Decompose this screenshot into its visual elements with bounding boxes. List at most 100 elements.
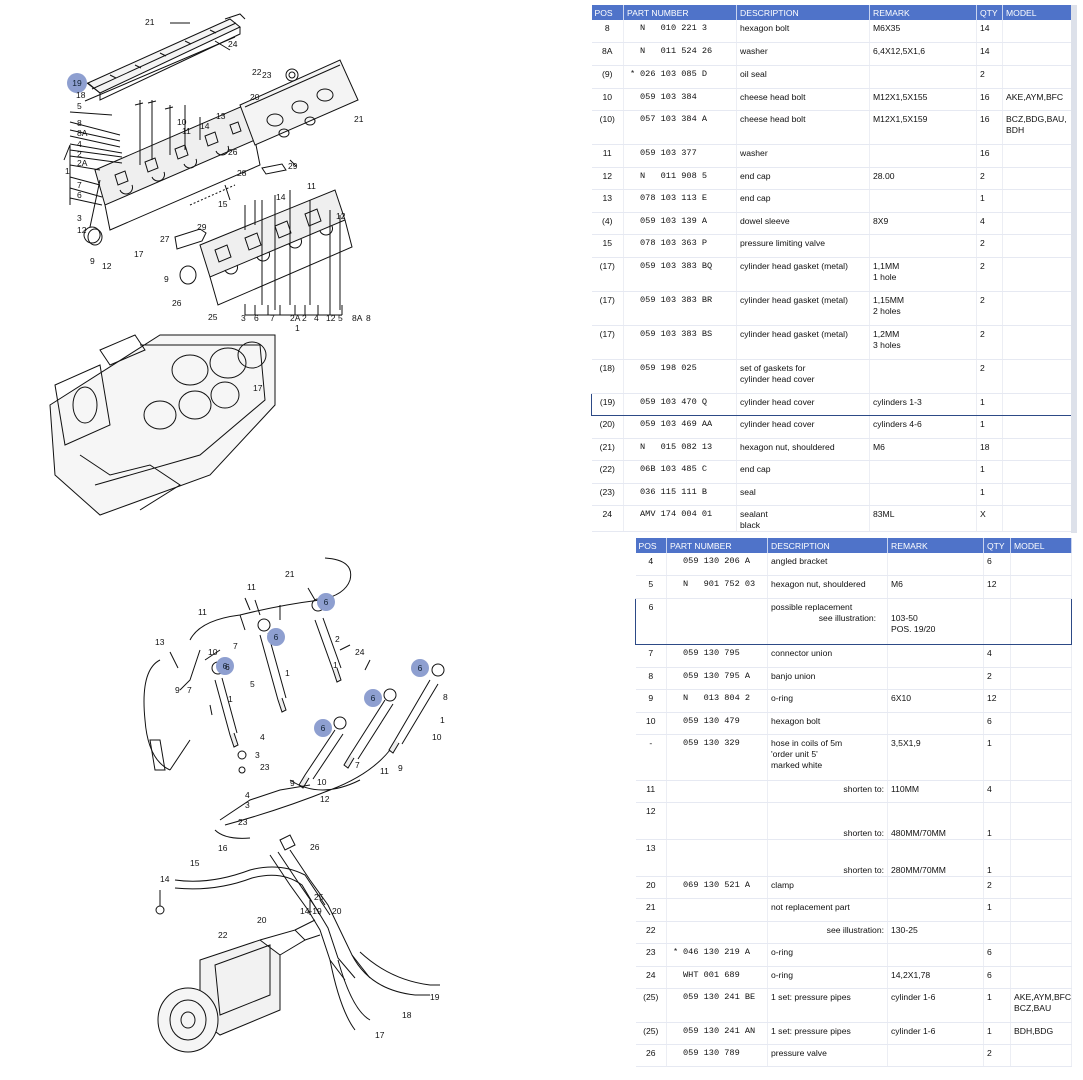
callout-label[interactable]: 3: [77, 213, 82, 223]
callout-highlight-6-a[interactable]: [216, 657, 234, 675]
callout-label[interactable]: 1: [285, 668, 290, 678]
col-header-pos[interactable]: POS: [591, 5, 624, 20]
callout-label[interactable]: 6: [77, 190, 82, 200]
callout-label[interactable]: 18: [76, 90, 86, 100]
callout-label[interactable]: 21: [145, 17, 155, 27]
callout-label[interactable]: 23: [238, 817, 248, 827]
col-header-model[interactable]: MODEL: [1010, 538, 1072, 553]
callout-label[interactable]: 20: [250, 92, 260, 102]
callout-label[interactable]: 8A: [352, 313, 363, 323]
callout-highlight-label[interactable]: 6: [324, 597, 329, 607]
callout-label[interactable]: 11: [307, 181, 316, 191]
callout-label[interactable]: 11: [380, 766, 389, 776]
callout-label[interactable]: 11: [198, 607, 207, 617]
callout-label[interactable]: 15: [218, 199, 228, 209]
callout-highlight-label[interactable]: 6: [274, 632, 279, 642]
callout-highlight-label[interactable]: 6: [223, 661, 228, 671]
callout-label[interactable]: 1: [440, 715, 445, 725]
callout-label[interactable]: 19: [430, 992, 440, 1002]
callout-label[interactable]: 11: [247, 582, 256, 592]
callout-label[interactable]: 8: [443, 692, 448, 702]
callout-label[interactable]: 7: [270, 313, 275, 323]
col-header-qty[interactable]: QTY: [976, 5, 1003, 20]
callout-highlight-label[interactable]: 6: [371, 693, 376, 703]
callout-label[interactable]: 9: [398, 763, 403, 773]
col-header-remark[interactable]: REMARK: [887, 538, 984, 553]
callout-label[interactable]: 7: [233, 641, 238, 651]
callout-label[interactable]: 14: [276, 192, 286, 202]
callout-label[interactable]: 4: [260, 732, 265, 742]
col-header-model[interactable]: MODEL: [1002, 5, 1072, 20]
callout-highlight-6-c[interactable]: [317, 593, 335, 611]
col-header-description[interactable]: DESCRIPTION: [736, 5, 870, 20]
callout-label[interactable]: 17: [253, 383, 263, 393]
table-row[interactable]: 12 shorten to: 480MM/70MM 1: [635, 802, 1072, 840]
callout-highlight-label[interactable]: 6: [321, 723, 326, 733]
col-header-remark[interactable]: REMARK: [869, 5, 977, 20]
callout-label[interactable]: 10: [317, 777, 327, 787]
callout-label[interactable]: 25: [314, 892, 324, 902]
callout-label[interactable]: 6: [225, 662, 230, 672]
callout-label[interactable]: 14: [160, 874, 170, 884]
callout-highlight-6-f[interactable]: [314, 719, 332, 737]
callout-label[interactable]: 27: [160, 234, 170, 244]
col-header-part-number[interactable]: PART NUMBER: [666, 538, 768, 553]
callout-label[interactable]: 23: [262, 70, 272, 80]
callout-label[interactable]: 13: [155, 637, 165, 647]
callout-label[interactable]: 1: [228, 694, 233, 704]
callout-label[interactable]: 6: [254, 313, 259, 323]
callout-label[interactable]: 3: [255, 750, 260, 760]
callout-label[interactable]: 12: [326, 313, 336, 323]
callout-label[interactable]: 8A: [77, 128, 88, 138]
col-header-part-number[interactable]: PART NUMBER: [623, 5, 737, 20]
callout-label[interactable]: 17: [375, 1030, 385, 1040]
callout-label[interactable]: 29: [288, 161, 298, 171]
callout-label[interactable]: 26: [172, 298, 182, 308]
col-header-description[interactable]: DESCRIPTION: [767, 538, 888, 553]
callout-label[interactable]: 12: [102, 261, 112, 271]
callout-label[interactable]: 24: [355, 647, 365, 657]
col-header-qty[interactable]: QTY: [983, 538, 1011, 553]
callout-label[interactable]: 28: [237, 168, 247, 178]
callout-label[interactable]: 16: [218, 843, 228, 853]
callout-label[interactable]: 14-19: [300, 906, 322, 916]
callout-label[interactable]: 20: [332, 906, 342, 916]
callout-label[interactable]: 9: [175, 685, 180, 695]
callout-label[interactable]: 9: [90, 256, 95, 266]
callout-highlight-label[interactable]: 19: [72, 78, 82, 88]
callout-label[interactable]: 20: [257, 915, 267, 925]
callout-label[interactable]: 3: [241, 313, 246, 323]
callout-label[interactable]: 5: [250, 679, 255, 689]
callout-label[interactable]: 21: [354, 114, 364, 124]
callout-label[interactable]: 1: [65, 166, 70, 176]
callout-label[interactable]: 12: [320, 794, 330, 804]
callout-label[interactable]: 18: [402, 1010, 412, 1020]
callout-label[interactable]: 3: [245, 800, 250, 810]
callout-label[interactable]: 26: [310, 842, 320, 852]
callout-highlight-6-d[interactable]: [411, 659, 429, 677]
callout-label[interactable]: 2A: [77, 158, 88, 168]
callout-label[interactable]: 17: [134, 249, 144, 259]
